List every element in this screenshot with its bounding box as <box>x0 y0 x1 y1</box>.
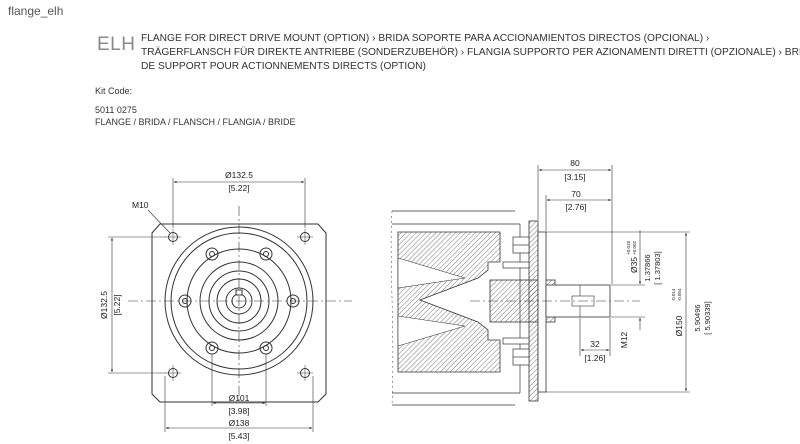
side-d150-inch-lower: [ 5.90339] <box>703 301 712 334</box>
m10-leader <box>147 209 171 234</box>
side-d150-tol-upper: -0.014 <box>671 288 676 301</box>
side-d35-label: Ø35 <box>629 257 639 273</box>
bolt <box>502 236 530 269</box>
product-code-badge: ELH <box>97 34 136 55</box>
front-d101-inch: [3.98] <box>228 406 249 416</box>
bolt-hole <box>205 247 219 261</box>
shaft-key <box>235 289 243 296</box>
front-d-left-inch: [5.22] <box>112 294 122 315</box>
ring <box>208 270 270 332</box>
page-title: FLANGE FOR DIRECT DRIVE MOUNT (OPTION) ›… <box>141 32 800 74</box>
ring <box>216 278 262 324</box>
side-d150-tol-lower: -0.054 <box>677 288 682 301</box>
front-d138-inch: [5.43] <box>228 431 249 441</box>
side-thread-label: M12 <box>619 331 629 348</box>
side-d35-tol-lower: +0.002 <box>632 241 637 255</box>
side-view <box>390 210 640 406</box>
side-len32-label: 32 <box>590 339 600 349</box>
shaft-outer <box>225 287 253 315</box>
bolt <box>502 337 530 366</box>
side-d150-inch-upper: 5.90496 <box>693 304 702 331</box>
front-d138-label: Ø138 <box>229 418 250 428</box>
front-d-top-label: Ø132.5 <box>225 170 253 180</box>
corner-hole <box>165 365 181 381</box>
ring <box>170 232 308 370</box>
front-d101-label: Ø101 <box>229 393 250 403</box>
outer-ring <box>164 226 314 376</box>
kit-info: Kit Code: 5011 0275 FLANGE / BRIDA / FLA… <box>95 85 296 129</box>
kit-label: Kit Code: <box>95 86 133 96</box>
front-view <box>108 178 352 432</box>
ring <box>199 261 279 341</box>
title-line: DE SUPPORT POUR ACTIONNEMENTS DIRECTS (O… <box>141 61 426 72</box>
front-thread-label: M10 <box>132 200 149 210</box>
bolt-hole <box>286 294 300 308</box>
page-label: flange_elh <box>8 4 64 18</box>
side-d150-label: Ø150 <box>674 315 684 336</box>
side-dimensions <box>537 165 690 393</box>
dimension-d138 <box>164 376 314 432</box>
front-d-left-label: Ø132.5 <box>99 291 109 319</box>
housing-section <box>397 231 501 373</box>
side-d35-inch-lower: [ 1.37803] <box>653 251 662 284</box>
side-len70-label: 70 <box>571 189 581 199</box>
dimension-d101 <box>211 354 267 406</box>
flange-plate <box>151 223 327 403</box>
front-d-top-inch: [5.22] <box>228 183 249 193</box>
motor-body <box>392 210 520 406</box>
corner-hole <box>297 229 313 245</box>
side-len80-inch: [3.15] <box>564 172 585 182</box>
side-len70-inch: [2.76] <box>565 202 586 212</box>
bolt-hole <box>259 247 273 261</box>
title-line: FLANGE FOR DIRECT DRIVE MOUNT (OPTION) ›… <box>141 33 710 44</box>
side-len32-inch: [1.26] <box>584 353 605 363</box>
corner-hole <box>165 229 181 245</box>
side-len80-label: 80 <box>570 158 580 168</box>
corner-hole <box>297 365 313 381</box>
dimension-left <box>108 236 166 374</box>
kit-description: FLANGE / BRIDA / FLANSCH / FLANGIA / BRI… <box>95 117 296 127</box>
kit-code: 5011 0275 <box>95 104 137 115</box>
title-line: TRÄGERFLANSCH FÜR DIREKTE ANTRIEBE (SOND… <box>141 47 800 58</box>
bolt-hole <box>178 294 192 308</box>
flange-section <box>528 220 539 402</box>
side-d35-tol-upper: +0.018 <box>626 241 631 255</box>
housing-inner <box>397 257 466 289</box>
dimension-top <box>172 178 306 228</box>
side-d35-inch-upper: 1.37866 <box>643 254 652 281</box>
